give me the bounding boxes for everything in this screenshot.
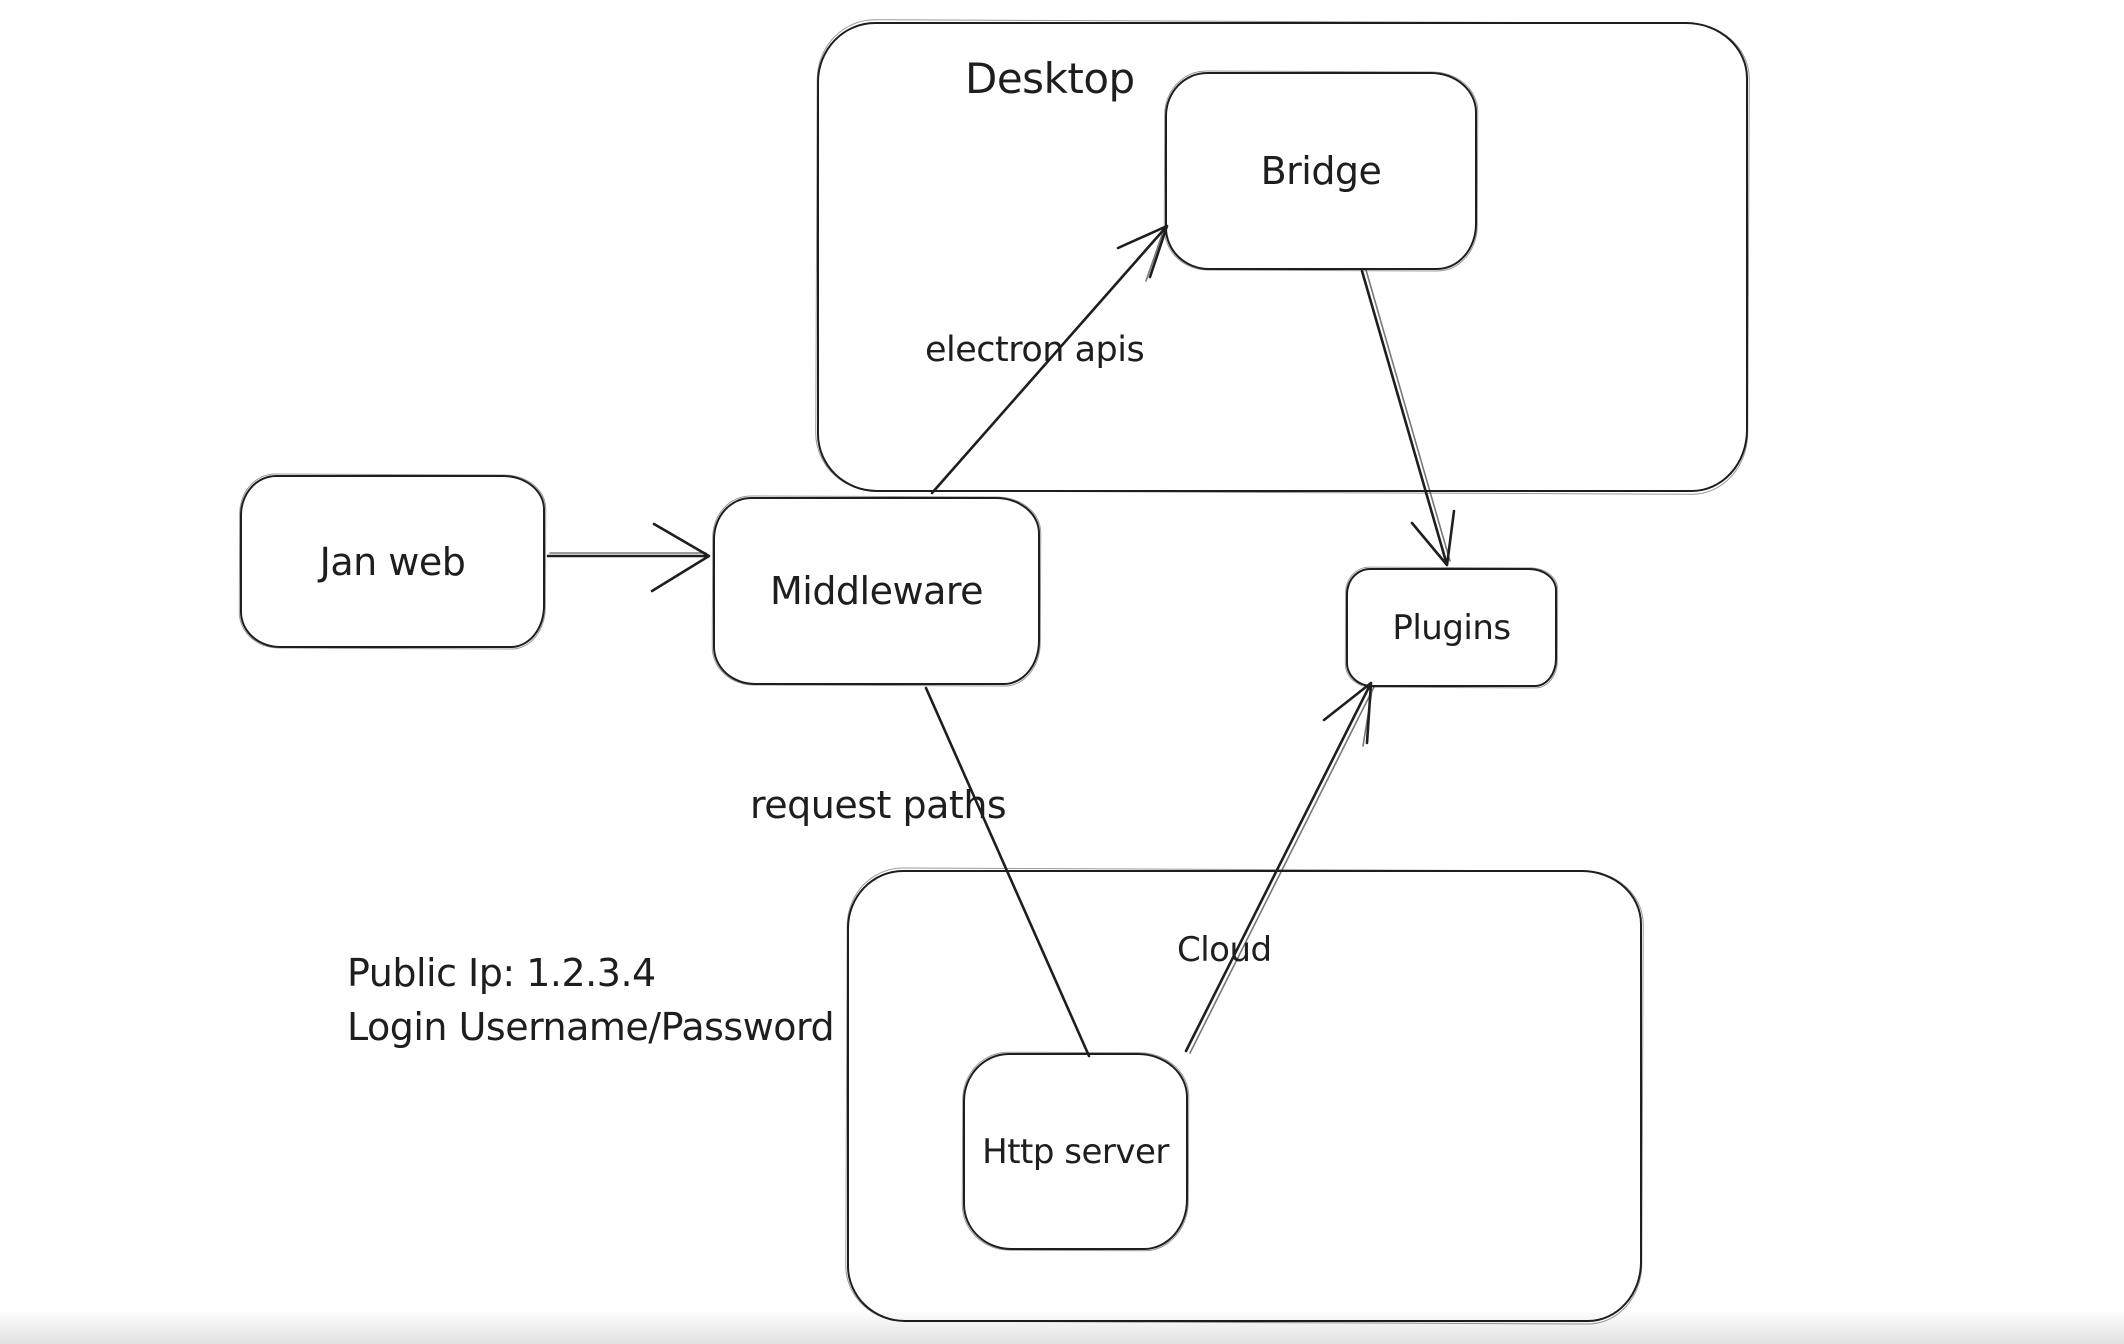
arrow-http-server-to-plugins[interactable] bbox=[1184, 681, 1373, 1053]
node-http-server-label: Http server bbox=[982, 1131, 1169, 1172]
node-plugins[interactable]: Plugins bbox=[1346, 568, 1557, 687]
container-desktop-label: Desktop bbox=[965, 54, 1135, 103]
node-jan-web[interactable]: Jan web bbox=[240, 475, 545, 648]
edge-label-electron-apis[interactable]: electron apis bbox=[925, 330, 1145, 370]
arrow-bridge-to-plugins-sketch bbox=[1365, 269, 1451, 562]
arrow-http-server-to-plugins-sketch bbox=[1189, 686, 1375, 1054]
node-middleware[interactable]: Middleware bbox=[713, 497, 1040, 685]
container-cloud[interactable]: Cloud bbox=[847, 870, 1642, 1322]
arrow-bridge-to-plugins[interactable] bbox=[1360, 269, 1456, 567]
container-cloud-label: Cloud bbox=[1177, 930, 1272, 970]
edge-label-request-paths[interactable]: request paths bbox=[750, 783, 1007, 827]
node-http-server[interactable]: Http server bbox=[963, 1053, 1188, 1250]
node-bridge-label: Bridge bbox=[1260, 149, 1382, 193]
node-plugins-label: Plugins bbox=[1392, 607, 1511, 648]
annotation-public-ip: Public Ip: 1.2.3.4 bbox=[347, 951, 656, 995]
node-jan-web-label: Jan web bbox=[319, 539, 466, 584]
container-desktop[interactable]: Desktop bbox=[817, 22, 1748, 492]
annotation-login: Login Username/Password bbox=[347, 1005, 835, 1049]
line-middleware-to-http-server[interactable] bbox=[924, 686, 1091, 1058]
arrow-jan-web-to-middleware[interactable] bbox=[546, 522, 711, 593]
node-bridge[interactable]: Bridge bbox=[1165, 72, 1477, 270]
node-middleware-label: Middleware bbox=[769, 569, 984, 613]
annotation-text[interactable]: Public Ip: 1.2.3.4 Login Username/Passwo… bbox=[347, 946, 835, 1054]
arrow-middleware-to-bridge-sketch bbox=[1145, 228, 1165, 282]
arrow-middleware-to-bridge[interactable] bbox=[930, 224, 1169, 495]
